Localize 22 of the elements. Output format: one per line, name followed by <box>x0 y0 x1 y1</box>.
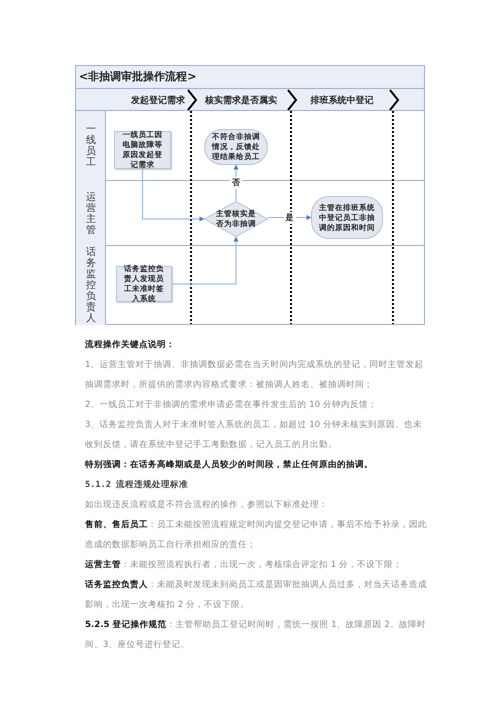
phase-label: 发起登记需求 <box>130 94 185 107</box>
lane-label: 运营主管 <box>85 192 97 236</box>
paragraph: 5.2.5 登记操作规范：主管帮助员工登记时间时，需统一按照 1、故障原因 2、故障时间、3、座位号进行登记。 <box>85 618 427 652</box>
paragraph: 运营主管：未能按照流程执行者，出现一次，考核综合评定扣 1 分，不设下限； <box>85 558 403 572</box>
diagram-title: <非抽调审批操作流程> <box>76 66 424 89</box>
section-heading: 5.1.2 流程违规处理标准 <box>85 478 190 492</box>
note-text: 特别强调：在话务高峰期或是人员较少的时间段，禁止任何原由的抽调。 <box>85 458 374 472</box>
lane-label: 一线员工 <box>85 124 97 168</box>
paragraph: 话务监控负责人：未能及时发现未到岗员工或是因审批抽调人员过多，对当天话务造成影响，出现一次考核扣 2 分，不设下限。 <box>85 578 428 612</box>
edge-label: 否 <box>230 177 242 189</box>
paragraph: 如出现违反流程或是不符合流程的操作，参照以下标准处理： <box>85 498 329 512</box>
phase-label: 排班系统中登记 <box>310 94 374 107</box>
paragraph: 3、话务监控负责人对于未准时签入系统的员工，如超过 10 分钟未核实到原因、也未收到反馈，请在系统中登记手工考勤数据，记入员工的月出勤。 <box>85 418 423 452</box>
paragraph: 2、一线员工对于非抽调的需求申请必需在事件发生后的 10 分钟内反馈； <box>85 399 378 412</box>
arrow <box>142 168 204 222</box>
paragraph: 1、运营主管对于抽调、非抽调数据必需在当天时间内完成系统的登记，同时主管发起抽调需求时，所提供的需求内容格式要求：被抽调人姓名、被抽调时间； <box>85 358 424 392</box>
lane-label: 话务监控负责人 <box>85 247 97 324</box>
phase-label: 核实需求是否属实 <box>204 94 278 107</box>
arrow <box>172 236 238 284</box>
paragraph: 售前、售后员工：员工未能按照流程规定时间内提交登记申请，事后不给予补录，因此造成的数据影响员工自行承担相应的责任； <box>85 518 428 552</box>
section-heading: 流程操作关键点说明： <box>85 338 176 352</box>
edge-label: 是 <box>284 212 296 224</box>
